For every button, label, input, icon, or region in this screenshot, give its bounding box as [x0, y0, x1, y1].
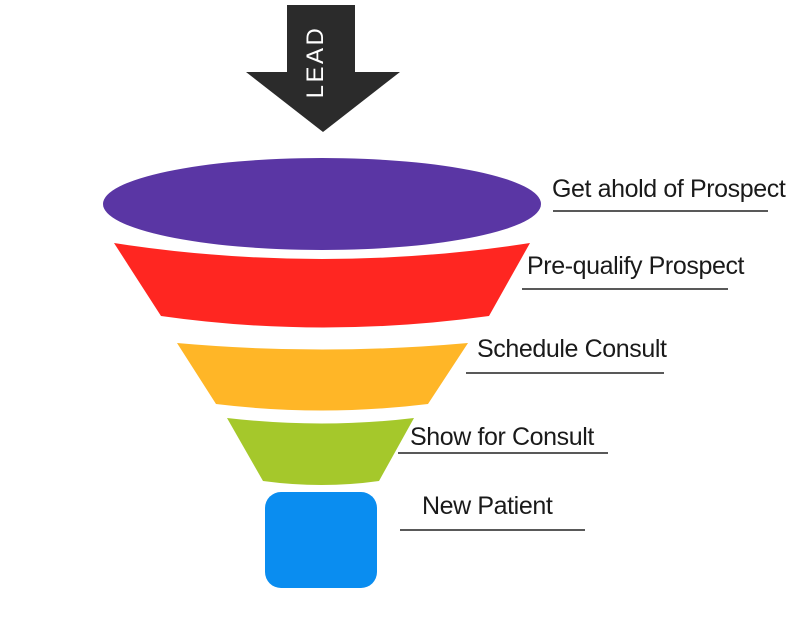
funnel-stage-shape-new-patient [265, 492, 377, 588]
stage-label-underline [522, 288, 728, 290]
stage-label-new-patient: New Patient [422, 492, 553, 520]
stage-label-pre-qualify: Pre-qualify Prospect [527, 252, 745, 280]
stage-label-show-for-consult: Show for Consult [410, 423, 594, 451]
stage-label-schedule-consult: Schedule Consult [477, 335, 667, 363]
stage-label-get-ahold: Get ahold of Prospect [552, 175, 786, 203]
stage-label-underline [466, 372, 664, 374]
stage-label-underline [553, 210, 768, 212]
funnel-stage-shape-pre-qualify [114, 243, 530, 328]
funnel-stage-shape-show-for-consult [227, 418, 414, 485]
funnel-stage-shape-schedule-consult [177, 343, 468, 411]
lead-down-arrow-icon [246, 5, 400, 132]
funnel-stage-shape-get-ahold [103, 158, 541, 250]
stage-label-underline [398, 452, 608, 454]
lead-arrow-label: LEAD [302, 25, 329, 99]
stage-label-underline [400, 529, 585, 531]
